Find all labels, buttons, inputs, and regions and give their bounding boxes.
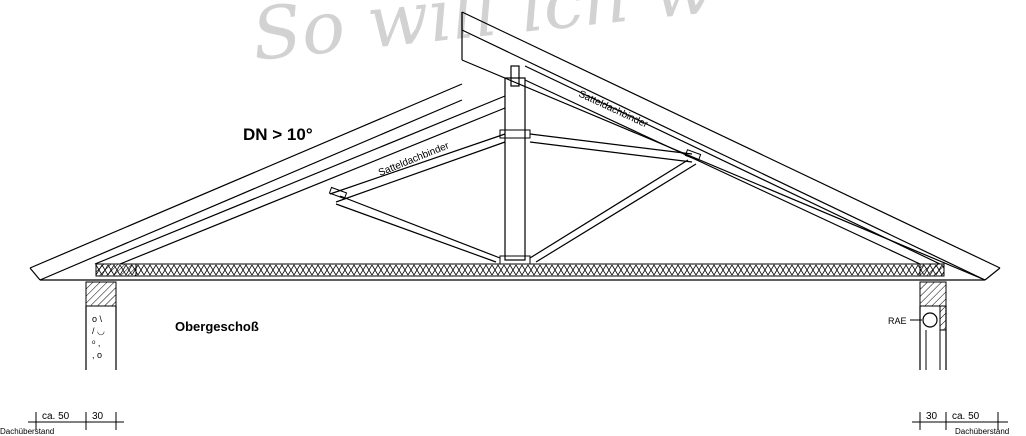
truss-struts	[328, 133, 702, 263]
svg-text:o \: o \	[92, 314, 103, 324]
truss-top-chords	[94, 65, 941, 265]
truss-label-left: Satteldachbinder	[377, 140, 451, 179]
wall-left: o \ / ◡ ᵒ , , o	[85, 281, 117, 370]
roof-outline	[29, 11, 1001, 281]
watermark-text: So will ich w	[248, 0, 718, 77]
dimension-right: 30 ca. 50 Dachüberstand	[912, 411, 1009, 436]
rae-label: RAE	[888, 316, 907, 326]
ceiling-insulation	[95, 263, 945, 277]
svg-text:, o: , o	[92, 350, 102, 360]
dim-right-overhang: ca. 50	[952, 411, 980, 422]
king-post	[499, 65, 531, 265]
svg-text:/ ◡: / ◡	[92, 326, 105, 336]
floor-label: Obergeschoß	[175, 319, 259, 334]
dim-right-wall: 30	[926, 411, 938, 422]
dim-right-caption: Dachüberstand	[955, 427, 1009, 436]
rae-pipe-icon	[922, 312, 938, 328]
dimension-left: ca. 50 30 Dachüberstand	[0, 411, 124, 436]
dim-left-caption: Dachüberstand	[0, 427, 54, 436]
dim-left-wall: 30	[92, 411, 104, 422]
dim-left-overhang: ca. 50	[42, 411, 70, 422]
wall-right	[910, 281, 947, 370]
roof-pitch-label: DN > 10°	[243, 125, 313, 144]
svg-text:ᵒ ,: ᵒ ,	[92, 338, 100, 348]
